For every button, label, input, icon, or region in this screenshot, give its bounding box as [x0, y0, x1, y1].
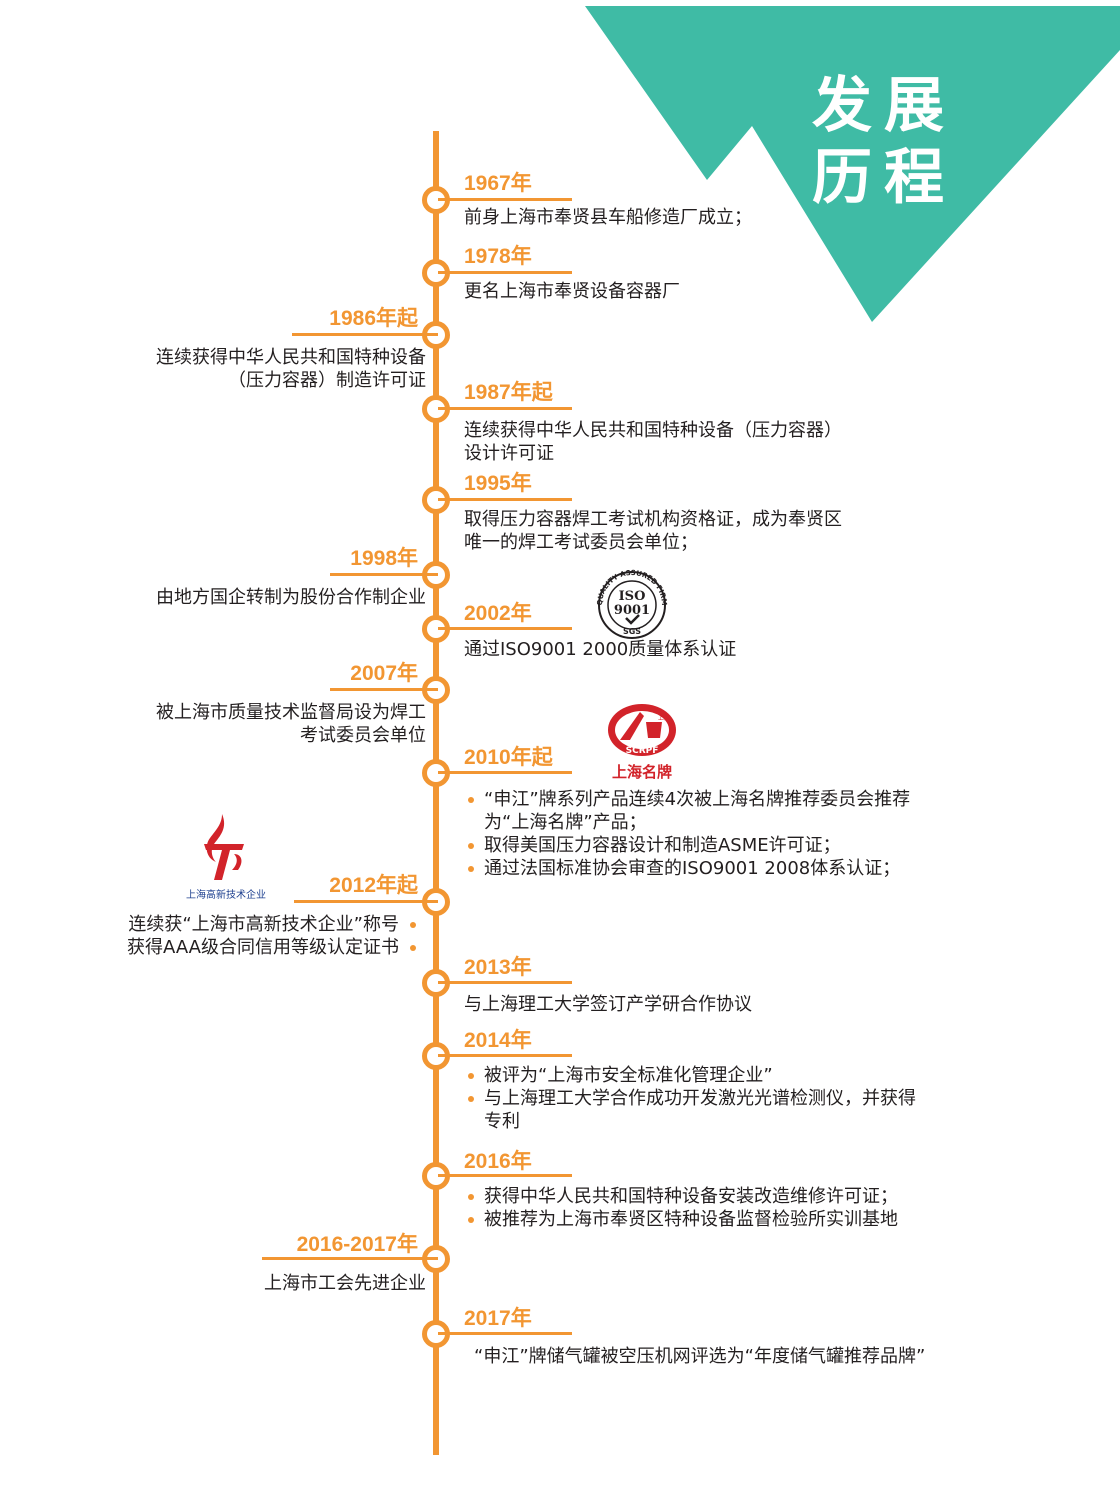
- check-icon: [625, 614, 640, 625]
- event-text: “申江”牌系列产品连续4次被上海名牌推荐委员会推荐 为“上海名牌”产品； 取得美…: [464, 788, 910, 880]
- list-item: “申江”牌系列产品连续4次被上海名牌推荐委员会推荐 为“上海名牌”产品；: [464, 788, 910, 834]
- bullet-list: 被评为“上海市安全标准化管理企业” 与上海理工大学合作成功开发激光光谱检测仪，并…: [464, 1064, 916, 1133]
- event-year: 1978年: [464, 245, 532, 268]
- list-item: 获得中华人民共和国特种设备安装改造维修许可证；: [464, 1185, 898, 1208]
- event-text: 由地方国企转制为股份合作制企业: [156, 587, 426, 608]
- timeline-rule: [438, 1332, 572, 1335]
- event-text: 前身上海市奉贤县车船修造厂成立；: [464, 207, 752, 228]
- timeline-node-1986: [422, 321, 450, 349]
- event-text: 被上海市质量技术监督局设为焊工 考试委员会单位: [156, 702, 426, 746]
- event-text: 被评为“上海市安全标准化管理企业” 与上海理工大学合作成功开发激光光谱检测仪，并…: [464, 1064, 916, 1133]
- timeline-axis: [433, 131, 439, 1455]
- event-text: 获得中华人民共和国特种设备安装改造维修许可证； 被推荐为上海市奉贤区特种设备监督…: [464, 1185, 898, 1231]
- timeline-rule: [292, 333, 438, 336]
- timeline-rule: [438, 981, 572, 984]
- list-item: 被评为“上海市安全标准化管理企业”: [464, 1064, 916, 1087]
- event-year: 2012年起: [329, 874, 418, 897]
- event-year: 1986年起: [329, 307, 418, 330]
- event-year: 2007年: [350, 662, 418, 685]
- timeline-node-2007: [422, 676, 450, 704]
- iso9001-logo: QUALITY ASSURED FIRM ISO 9001 SGS: [596, 569, 668, 639]
- timeline-rule: [438, 771, 572, 774]
- sgs-text: SGS: [623, 627, 641, 636]
- title-line-1: 发展: [812, 71, 956, 141]
- list-item: 取得美国压力容器设计和制造ASME许可证；: [464, 834, 910, 857]
- event-year: 1998年: [350, 547, 418, 570]
- event-year: 1995年: [464, 472, 532, 495]
- timeline-rule: [438, 271, 572, 274]
- timeline-rule: [438, 407, 572, 410]
- bullet-list: 获得中华人民共和国特种设备安装改造维修许可证； 被推荐为上海市奉贤区特种设备监督…: [464, 1185, 898, 1231]
- event-text: 连续获得中华人民共和国特种设备（压力容器） 设计许可证: [464, 420, 842, 464]
- hitech-enterprise-logo: 上海高新技术企业: [186, 814, 266, 901]
- list-item: 获得AAA级合同信用等级认定证书: [127, 936, 419, 959]
- brand-name-text: 上海名牌: [612, 763, 672, 781]
- list-item: 被推荐为上海市奉贤区特种设备监督检验所实训基地: [464, 1208, 898, 1231]
- brand-mid-text: SCRPF: [626, 746, 659, 756]
- list-item: 通过法国标准协会审查的ISO9001 2008体系认证；: [464, 857, 910, 880]
- iso-text: ISO: [619, 589, 646, 604]
- timeline-rule: [438, 1174, 572, 1177]
- timeline-rule: [262, 1257, 438, 1260]
- event-text: 连续获得中华人民共和国特种设备 （压力容器）制造许可证: [156, 347, 426, 391]
- bullet-list: 连续获“上海市高新技术企业”称号 获得AAA级合同信用等级认定证书: [127, 913, 419, 959]
- event-text: 通过ISO9001 2000质量体系认证: [464, 639, 737, 660]
- event-text: 取得压力容器焊工考试机构资格证，成为奉贤区 唯一的焊工考试委员会单位；: [464, 509, 842, 553]
- timeline-rule: [438, 1054, 572, 1057]
- event-text: 上海市工会先进企业: [264, 1273, 426, 1294]
- title-line-2: 历程: [812, 143, 956, 213]
- event-year: 2013年: [464, 956, 532, 979]
- list-item: 连续获“上海市高新技术企业”称号: [127, 913, 419, 936]
- event-year: 2002年: [464, 602, 532, 625]
- event-text: “申江”牌储气罐被空压机网评选为“年度储气罐推荐品牌”: [474, 1346, 926, 1367]
- title-banner: [585, 6, 1120, 322]
- event-year: 2017年: [464, 1307, 532, 1330]
- timeline-rule: [438, 198, 572, 201]
- brand-top-text: 上海: [658, 714, 670, 722]
- timeline-rule: [294, 900, 438, 903]
- list-item: 与上海理工大学合作成功开发激光光谱检测仪，并获得 专利: [464, 1087, 916, 1133]
- page-title: 发展 历程: [812, 70, 962, 214]
- event-year: 2014年: [464, 1029, 532, 1052]
- timeline-rule: [438, 498, 572, 501]
- event-year: 2010年起: [464, 746, 553, 769]
- event-year: 2016-2017年: [296, 1233, 418, 1256]
- banner-triangle: [585, 6, 1120, 322]
- shanghai-brand-logo: 上海 SCRPF 上海名牌: [608, 704, 676, 781]
- hitech-caption: 上海高新技术企业: [186, 888, 266, 901]
- timeline-rule: [330, 688, 438, 691]
- event-year: 2016年: [464, 1150, 532, 1173]
- bullet-list: “申江”牌系列产品连续4次被上海名牌推荐委员会推荐 为“上海名牌”产品； 取得美…: [464, 788, 910, 880]
- event-text: 与上海理工大学签订产学研合作协议: [464, 994, 752, 1015]
- event-text: 更名上海市奉贤设备容器厂: [464, 281, 680, 302]
- iso-number: 9001: [614, 603, 650, 618]
- event-text: 连续获“上海市高新技术企业”称号 获得AAA级合同信用等级认定证书: [127, 913, 419, 959]
- timeline-rule: [330, 573, 438, 576]
- timeline-rule: [438, 627, 572, 630]
- event-year: 1987年起: [464, 381, 553, 404]
- event-year: 1967年: [464, 172, 532, 195]
